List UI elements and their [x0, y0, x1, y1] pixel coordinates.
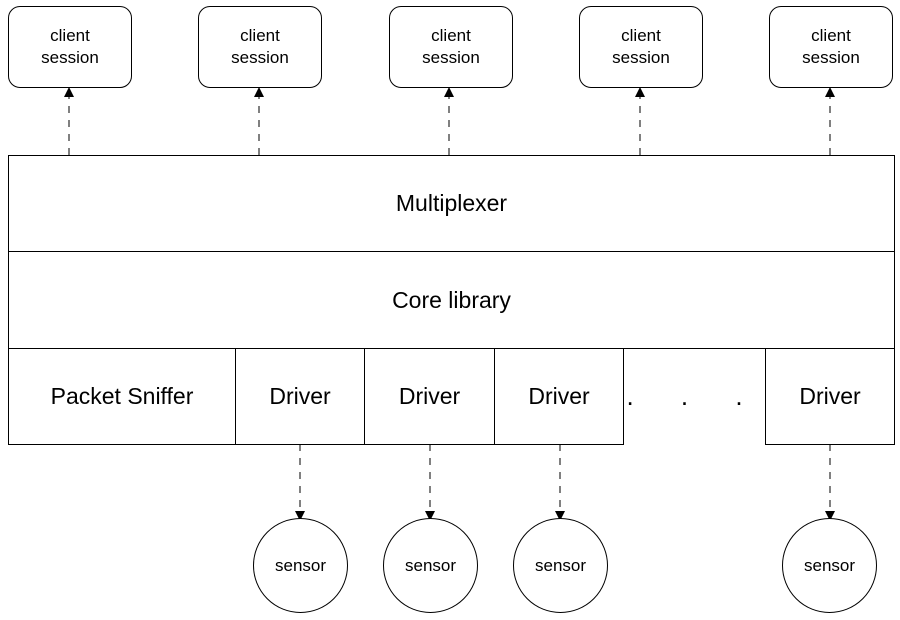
client-session-2: client session	[198, 6, 322, 88]
client-session-label-line1: client	[240, 26, 280, 45]
client-session-label-line1: client	[50, 26, 90, 45]
core-library-label: Core library	[392, 286, 511, 313]
packet-sniffer-label: Packet Sniffer	[50, 383, 194, 409]
sensor-2: sensor	[383, 518, 478, 613]
sensor-label: sensor	[404, 555, 457, 575]
client-session-label-line2: session	[612, 48, 670, 67]
client-session-4: client session	[579, 6, 703, 88]
client-session-3: client session	[389, 6, 513, 88]
client-session-label-line2: session	[41, 48, 99, 67]
driver-box-1: Driver	[235, 348, 365, 445]
driver-label: Driver	[398, 383, 461, 409]
client-session-label-line2: session	[802, 48, 860, 67]
sensor-label: sensor	[803, 555, 856, 575]
driver-box-3: Driver	[494, 348, 624, 445]
core-library-layer: Core library	[8, 251, 895, 349]
driver-box-4: Driver	[765, 348, 895, 445]
client-session-5: client session	[769, 6, 893, 88]
multiplexer-label: Multiplexer	[395, 190, 508, 216]
ellipsis-label: . . .	[626, 381, 763, 411]
multiplexer-layer: Multiplexer	[8, 155, 895, 252]
client-session-label-line1: client	[811, 26, 851, 45]
driver-label: Driver	[269, 383, 331, 409]
driver-label: Driver	[799, 383, 861, 409]
client-session-label-line1: client	[621, 26, 661, 45]
client-session-1: client session	[8, 6, 132, 88]
sensor-label: sensor	[534, 555, 587, 575]
sensor-label: sensor	[274, 555, 327, 575]
client-session-label-line2: session	[422, 48, 480, 67]
sensor-3: sensor	[513, 518, 608, 613]
client-session-label-line1: client	[431, 26, 471, 45]
driver-label: Driver	[528, 383, 590, 409]
packet-sniffer-box: Packet Sniffer	[8, 348, 236, 445]
sensor-1: sensor	[253, 518, 348, 613]
sensor-4: sensor	[782, 518, 877, 613]
ellipsis-more-drivers: . . .	[624, 348, 765, 445]
driver-box-2: Driver	[364, 348, 495, 445]
client-session-label-line2: session	[231, 48, 289, 67]
